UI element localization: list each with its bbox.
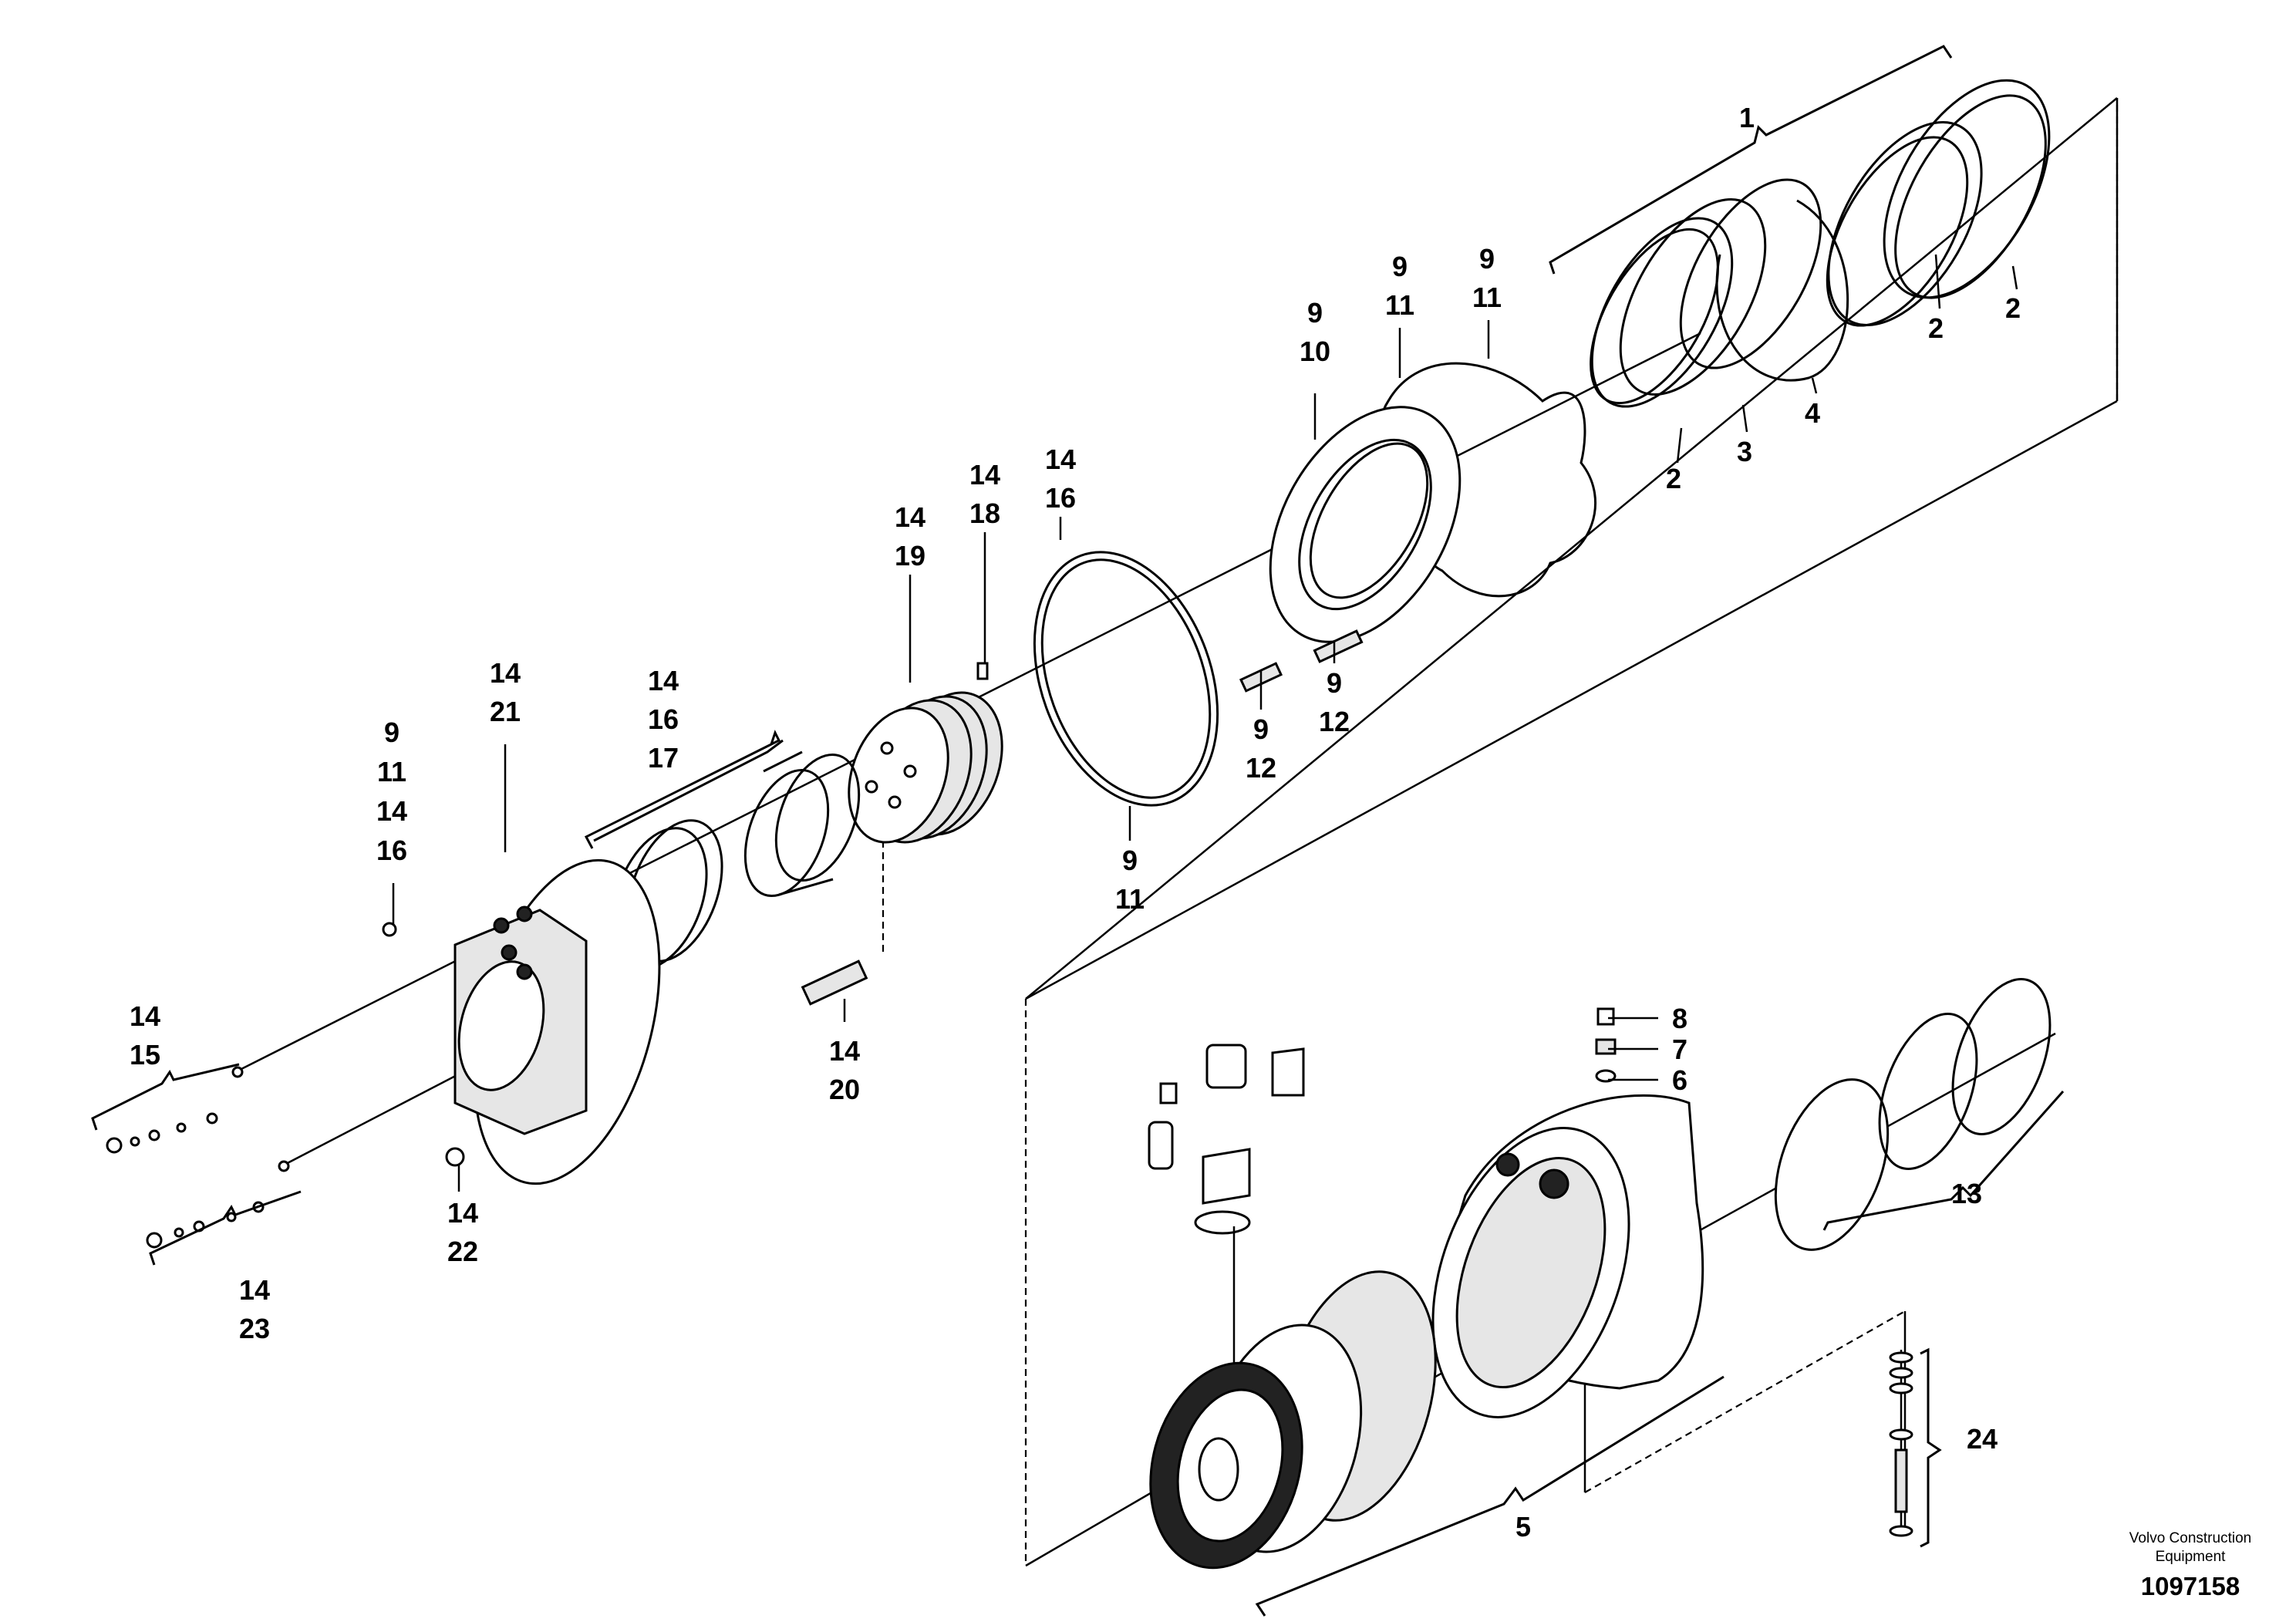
callout-9-12a-l1: 9	[1253, 713, 1269, 745]
plug-parts	[1595, 1007, 1617, 1083]
callout-14-15-l2: 15	[130, 1039, 160, 1071]
callout-9-12b-l1: 9	[1327, 667, 1342, 699]
callout-14-21-l2: 21	[490, 696, 521, 727]
callout-14-19-l1: 14	[895, 501, 925, 533]
callout-9-11c-l2: 11	[1115, 883, 1145, 915]
callout-4: 4	[1805, 397, 1820, 429]
callout-14-18-l1: 14	[969, 459, 1000, 491]
callout-2a: 2	[1666, 463, 1681, 494]
leader-lines	[392, 254, 2018, 1192]
callout-14-23-l2: 23	[239, 1313, 270, 1344]
callout-9-11-14-16-l1: 9	[384, 717, 400, 748]
ring-set	[1590, 79, 2051, 408]
small-fittings	[106, 1066, 290, 1249]
callout-9-11-14-16-l3: 14	[376, 795, 407, 827]
callout-14-20-l1: 14	[829, 1035, 860, 1067]
callout-9-12a-l2: 12	[1246, 752, 1276, 784]
callout-14-18-l2: 18	[969, 497, 1000, 529]
callout-3: 3	[1737, 436, 1752, 467]
callout-2b: 2	[1928, 312, 1944, 344]
callout-14-22-l2: 22	[447, 1236, 478, 1267]
callout-1: 1	[1739, 102, 1755, 133]
callout-9-11-14-16-l2: 11	[377, 756, 406, 787]
callout-14-16-17-l2: 16	[648, 703, 679, 735]
valve-block	[848, 662, 1003, 844]
callout-9-11-14-16-l4: 16	[376, 835, 407, 866]
callout-9-10-l1: 9	[1307, 297, 1323, 329]
callout-9-11a-l1: 9	[1392, 251, 1408, 282]
brand-line-1: Volvo Construction	[2129, 1530, 2251, 1546]
callout-9-12b-l2: 12	[1319, 706, 1350, 737]
rotating-group	[1149, 1270, 1437, 1570]
callout-14-16-17-l3: 17	[648, 742, 679, 774]
callout-9-11b-l2: 11	[1472, 282, 1502, 313]
shim-stack	[1889, 1350, 1913, 1537]
end-cover	[1774, 978, 2052, 1251]
drawing-number: 1097158	[2141, 1572, 2240, 1600]
callout-24: 24	[1967, 1423, 1998, 1455]
callout-14-15-l1: 14	[130, 1000, 160, 1032]
callout-9-11a-l2: 11	[1385, 289, 1414, 321]
callout-7: 7	[1672, 1034, 1687, 1065]
callout-14-16a-l1: 14	[1045, 443, 1076, 475]
brand-line-2: Equipment	[2156, 1549, 2227, 1565]
large-o-ring	[1033, 551, 1219, 807]
thrust-plate	[1269, 362, 1596, 643]
valve-housing	[382, 858, 661, 1185]
callout-9-11c-l1: 9	[1122, 845, 1138, 876]
callout-14-22-l1: 14	[447, 1197, 478, 1229]
callout-2c: 2	[2005, 292, 2021, 324]
footer: Volvo Construction Equipment 1097158	[2129, 1530, 2251, 1600]
callout-8: 8	[1672, 1003, 1687, 1034]
callout-14-20-l2: 20	[829, 1074, 860, 1105]
callout-6: 6	[1672, 1064, 1687, 1096]
spring	[801, 959, 868, 1006]
callout-14-21-l1: 14	[490, 657, 521, 689]
small-springs	[1239, 629, 1364, 693]
group-brackets	[91, 45, 2065, 1617]
callout-13: 13	[1951, 1178, 1982, 1209]
callout-9-10-l2: 10	[1300, 336, 1330, 367]
callout-14-19-l2: 19	[895, 540, 925, 572]
motor-housing	[1431, 1094, 1704, 1418]
callout-14-16-17-l1: 14	[648, 665, 679, 696]
callout-14-16a-l2: 16	[1045, 482, 1076, 514]
callout-14-23-l1: 14	[239, 1274, 270, 1306]
piston-parts	[1148, 1044, 1305, 1235]
callout-9-11b-l1: 9	[1479, 243, 1495, 275]
callout-labels: 1 2 3 4 2 2 9 11 9 11 9 10 9 12 9 12 14 …	[130, 102, 2021, 1543]
callout-5: 5	[1515, 1511, 1531, 1543]
